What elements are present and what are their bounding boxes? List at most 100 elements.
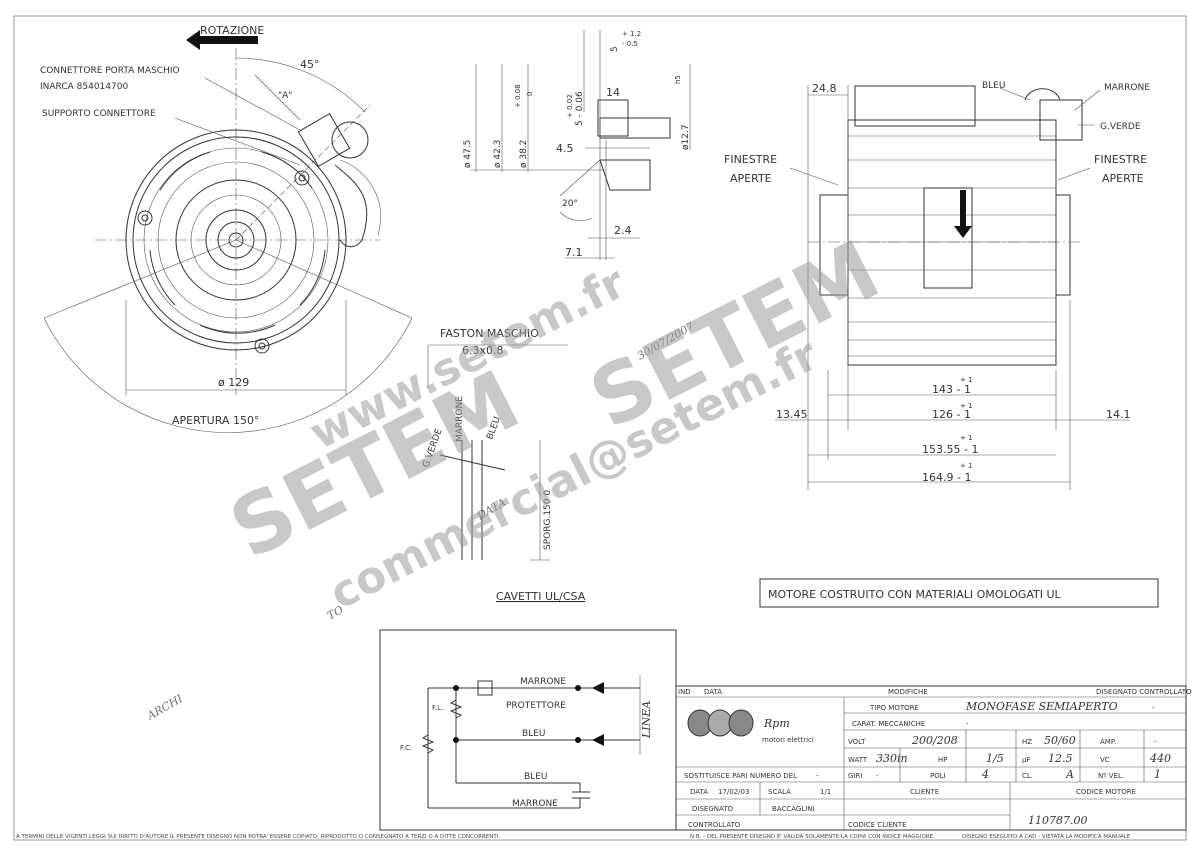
- schematic-fc: F.C.: [400, 744, 412, 752]
- schematic-protettore: PROTETTORE: [506, 701, 566, 711]
- sporgenza-label: SPORG.150 0: [543, 490, 553, 550]
- tb-uf-lbl: μF: [1022, 756, 1030, 764]
- dim-14: 14: [606, 86, 620, 99]
- support-label: SUPPORTO CONNETTORE: [42, 109, 156, 119]
- cables-detail: [427, 344, 568, 561]
- dim-143: 143 - 1: [932, 383, 971, 396]
- dim-24-8: 24.8: [812, 82, 837, 95]
- drawing-frame: [13, 15, 1187, 841]
- dim-38-2-tol-top: + 0.08: [514, 84, 522, 108]
- tb-modifiche: MODIFICHE: [888, 688, 928, 696]
- footer-cad: DISEGNO ESEGUITO A CAD - VIETATA LA MODI…: [962, 834, 1131, 840]
- tb-volt-lbl: VOLT: [848, 738, 866, 746]
- tb-data-hdr: DATA: [704, 688, 722, 696]
- dim-153-plus: + 1: [960, 434, 973, 442]
- schematic-linea: LINEA: [640, 701, 653, 739]
- dim-5-tol-top: + 0.02: [566, 94, 574, 118]
- front-view: [43, 30, 413, 433]
- finestre-right-2: APERTE: [1102, 172, 1144, 185]
- shaft-detail: [470, 30, 691, 260]
- dim-20-deg: 20°: [562, 199, 578, 209]
- dim-14-1: 14.1: [1106, 408, 1131, 421]
- tb-logo-sub: motori elettrici: [762, 736, 814, 744]
- dim-42-3: ø 42.3: [493, 140, 503, 168]
- tb-volt-val: 200/208: [911, 734, 958, 747]
- tb-watt-lbl: WATT: [848, 756, 868, 764]
- connector-part-number: INARCA 854014700: [40, 82, 128, 92]
- tb-uf-val: 12.5: [1048, 752, 1073, 765]
- faston-label-2: 6.3x0.8: [462, 344, 504, 357]
- dim-12-7-tol: h5: [674, 75, 682, 84]
- tb-giri-lbl: GIRI: [848, 772, 862, 780]
- tb-amp-lbl: AMP.: [1100, 738, 1116, 746]
- archive-stamp: ARCHI: [144, 692, 185, 723]
- marrone-top-label: MARRONE: [1104, 83, 1150, 93]
- schematic-bleu-1: BLEU: [522, 729, 545, 739]
- dim-153-55: 153.55 - 1: [922, 443, 978, 456]
- dim-47-5: ø 47.5: [463, 140, 473, 168]
- tb-vc-val: 440: [1149, 752, 1171, 765]
- dim-143-plus: + 1: [960, 376, 973, 384]
- schematic-bleu-2: BLEU: [524, 772, 547, 782]
- apertura-label: APERTURA 150°: [172, 414, 259, 427]
- angle-a-label: "A": [278, 91, 292, 101]
- cavetti-label: CAVETTI UL/CSA: [496, 590, 586, 603]
- dim-2-4: 2.4: [614, 224, 632, 237]
- tb-poli-lbl: POLI: [930, 772, 946, 780]
- tb-disegnato-controllato: DISEGNATO CONTROLLATO: [1096, 688, 1192, 696]
- tb-data-val: 17/02/03: [718, 788, 749, 796]
- cable-marrone: MARRONE: [455, 396, 465, 442]
- tb-disegnato-val: BACCAGLINI: [772, 805, 815, 813]
- schematic-marrone: MARRONE: [520, 677, 566, 687]
- dim-164-9: 164.9 - 1: [922, 471, 971, 484]
- tb-scala-lbl: SCALA: [768, 788, 791, 796]
- tb-amp-val: -: [1154, 738, 1157, 746]
- tb-giri-val: -: [876, 772, 879, 780]
- dim-126-plus: + 1: [960, 402, 973, 410]
- diam-129-label: ø 129: [218, 376, 249, 389]
- tb-tipo-dash: -: [1152, 704, 1155, 712]
- side-view: [775, 85, 1130, 490]
- tb-ind: IND: [678, 688, 691, 696]
- tb-nvel-lbl: Nº VEL.: [1098, 772, 1124, 780]
- dim-13-45: 13.45: [776, 408, 808, 421]
- tb-watt-val: 330in: [876, 752, 908, 765]
- tb-tipo-motore-val: MONOFASE SEMIAPERTO: [965, 700, 1118, 713]
- tb-hz-val: 50/60: [1044, 734, 1076, 747]
- ul-notice-box: [759, 578, 1159, 608]
- connector-label: CONNETTORE PORTA MASCHIO: [40, 66, 180, 76]
- finestre-right-1: FINESTRE: [1094, 153, 1147, 166]
- ul-notice: MOTORE COSTRUITO CON MATERIALI OMOLOGATI…: [768, 588, 1062, 601]
- tb-carat-val: -: [966, 720, 969, 728]
- rotazione-label: ROTAZIONE: [200, 24, 264, 37]
- bleu-top-label: BLEU: [982, 81, 1005, 91]
- tb-logo: Rpm: [763, 717, 790, 730]
- tb-data-lbl: DATA: [690, 788, 708, 796]
- tb-nvel-val: 1: [1154, 768, 1161, 781]
- finestre-left-2: APERTE: [730, 172, 772, 185]
- angle-45-label: 45°: [300, 58, 320, 71]
- tb-hp-val: 1/5: [986, 752, 1004, 765]
- dim-126: 126 - 1: [932, 408, 971, 421]
- tb-cliente-lbl: CLIENTE: [910, 788, 939, 796]
- tb-controllato-lbl: CONTROLLATO: [688, 821, 741, 829]
- tb-vc-lbl: VC: [1100, 756, 1110, 764]
- dim-38-2-tol-bot: 0: [526, 92, 534, 96]
- title-block: [675, 685, 1187, 831]
- footer-note: N.B. - DEL PRESENTE DISEGNO E' VALIDA SO…: [690, 834, 935, 840]
- wiring-schematic: [379, 629, 677, 831]
- tb-cl-lbl: CL.: [1022, 772, 1033, 780]
- dim-7-1: 7.1: [565, 246, 583, 259]
- tb-hp-lbl: HP: [938, 756, 948, 764]
- tb-cl-val: A: [1065, 768, 1074, 781]
- dim-12-7: ø12.7: [681, 124, 691, 150]
- dim-5b: 5: [610, 46, 620, 52]
- footer-copyright: A TERMINI DELLE VIGENTI LEGGI SUI DIRITT…: [16, 834, 500, 840]
- tb-carat-lbl: CARAT. MECCANICHE: [852, 720, 925, 728]
- schematic-marrone-2: MARRONE: [512, 799, 558, 809]
- dim-5b-tol-top: + 1.2: [622, 30, 641, 38]
- finestre-left-1: FINESTRE: [724, 153, 777, 166]
- tb-scala-val: 1/1: [820, 788, 831, 796]
- tb-sostituisce-val: -: [816, 772, 819, 780]
- gverde-top-label: G.VERDE: [1100, 122, 1141, 132]
